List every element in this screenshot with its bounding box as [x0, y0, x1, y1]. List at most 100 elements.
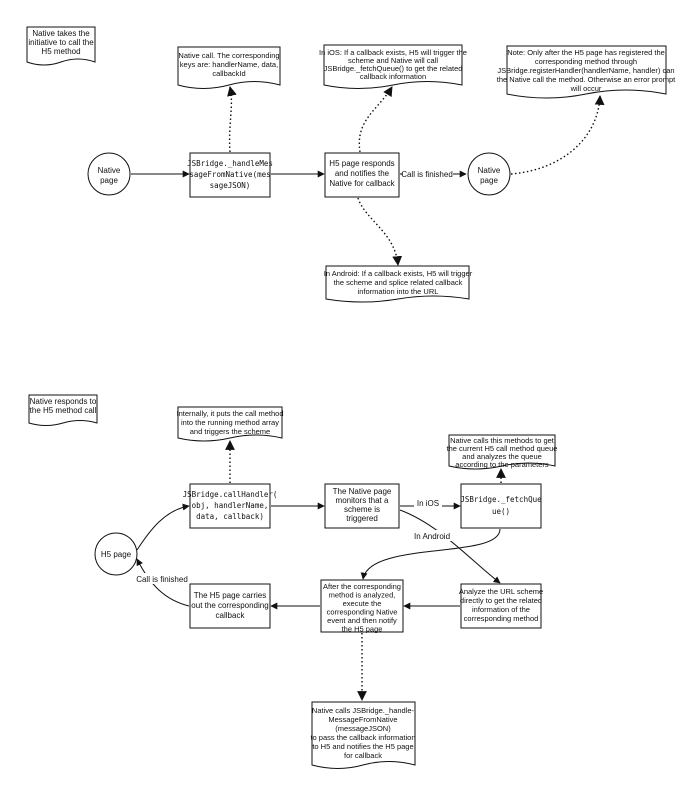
text-line: In Android: If a callback exists, H5 wil… [324, 269, 473, 278]
text-line: triggered [346, 514, 378, 523]
call-handler-box [189, 483, 271, 529]
text-line: corresponding method [464, 614, 539, 623]
text-line: JSBridge._fetchQue [460, 495, 542, 504]
text-line: event and then notify [327, 616, 397, 625]
text-line: sageJSON) [210, 181, 251, 190]
note-bottom-handle-message [311, 701, 416, 769]
label-in-android: In Android [414, 532, 450, 541]
text-line: (messageJSON) [335, 724, 391, 733]
text-line: initiative to call the [28, 38, 94, 47]
text-line: sageFromNative(mes [189, 170, 270, 179]
h5-page-node [94, 532, 138, 576]
text-line: corresponding Native [327, 608, 398, 617]
text-line: will occur [570, 84, 602, 93]
note-register-handler-text: Note: Only after the H5 page has registe… [497, 48, 676, 93]
top-title-note [26, 26, 96, 66]
text-line: JSBridge._handleMes [187, 159, 273, 168]
text-line: After the corresponding [323, 582, 401, 591]
text-line: Native for callback [329, 179, 395, 188]
text-line: the Native call the method. Otherwise an… [497, 75, 676, 84]
text-line: JSBridge._fetchQueue() to get the relate… [324, 64, 463, 73]
dotted-responds-to-android [357, 197, 403, 266]
arrow-monitors-to-analyze [399, 509, 501, 584]
native-page-end-node [467, 152, 511, 196]
text-line: Native [478, 166, 501, 175]
note-android-callback-text: In Android: If a callback exists, H5 wil… [324, 269, 473, 296]
text-line: information into the URL [358, 287, 439, 296]
text-line: and triggers the scheme [190, 427, 270, 436]
text-line: Native takes the [32, 29, 90, 38]
text-line: scheme is [344, 505, 380, 514]
note-register-handler [506, 45, 667, 99]
text-line: directly to get the related [460, 596, 542, 605]
h5-carries-box [189, 583, 271, 629]
text-line: method is analyzed, [329, 591, 396, 600]
text-line: for callback [344, 751, 382, 760]
text-line: the H5 method call [30, 406, 97, 415]
native-monitors-box [324, 483, 400, 529]
arrow-fetch-to-after [360, 528, 501, 580]
text-line: Note: Only after the H5 page has registe… [507, 48, 665, 57]
text-line: The H5 page carries [194, 591, 266, 600]
text-line: ue() [492, 507, 510, 516]
handle-message-box [189, 152, 271, 198]
text-line: MessageFromNative [328, 715, 397, 724]
text-line: page [480, 176, 498, 185]
text-line: page [100, 176, 118, 185]
top-call-finished-label: Call is finished [401, 170, 453, 179]
fetch-queue-box [460, 483, 542, 529]
text-line: into the running method array [181, 418, 279, 427]
text-line: callback [216, 611, 246, 620]
dotted-handle-to-keys [227, 86, 237, 153]
native-page-start-node [87, 152, 131, 196]
note-native-call-keys [177, 46, 281, 89]
note-android-callback [325, 265, 470, 303]
h5-page-label: H5 page [101, 550, 132, 559]
call-handler-label: JSBridge.callHandler(obj, handlerName,da… [183, 490, 278, 521]
fetch-queue-label: JSBridge._fetchQue ue() [460, 495, 542, 516]
text-line: and analyzes the queue [462, 452, 542, 461]
text-line: The Native page [333, 487, 392, 496]
text-line: callback information [360, 72, 426, 81]
text-line: Native call. The corresponding [178, 51, 279, 60]
text-line: information of the [472, 605, 530, 614]
handle-message-label: JSBridge._handleMes sageFromNative(mes sag… [187, 159, 273, 190]
text-line: Native calls JSBridge._handle- [312, 706, 415, 715]
bottom-call-finished-label: Call is finished [136, 575, 188, 584]
text-line: the scheme and splice related callback [334, 278, 463, 287]
bottom-title-note [28, 394, 98, 426]
note-bottom-handle-message-text: Native calls JSBridge._handle-MessageFro… [310, 706, 415, 760]
dotted-native-to-register [510, 95, 605, 175]
text-line: obj, handlerName, [192, 501, 269, 510]
text-line: keys are: handlerName, data, [180, 60, 278, 69]
text-line: In iOS: If a callback exists, H5 will tr… [319, 48, 467, 57]
note-native-calls-queue [448, 434, 556, 470]
text-line: corresponding method through [535, 57, 637, 66]
text-line: Internally, it puts the call method [177, 409, 284, 418]
arrow-h5-to-call-handler [136, 503, 190, 551]
note-ios-callback [323, 44, 463, 89]
after-analyzed-box [320, 579, 404, 633]
text-line: according to the parameters [455, 460, 549, 469]
arrow-carries-to-h5 [136, 558, 190, 607]
text-line: to H5 and notifies the H5 page [312, 742, 413, 751]
text-line: monitors that a [336, 496, 389, 505]
dotted-responds-to-ios [358, 86, 393, 153]
text-line: Analyze the URL scheme [459, 587, 543, 596]
text-line: and notifies the [335, 169, 390, 178]
text-line: data, callback) [196, 512, 264, 521]
text-line: callbackId [212, 69, 245, 78]
text-line: JSBridge.registerHandler(handlerName, ha… [497, 66, 674, 75]
